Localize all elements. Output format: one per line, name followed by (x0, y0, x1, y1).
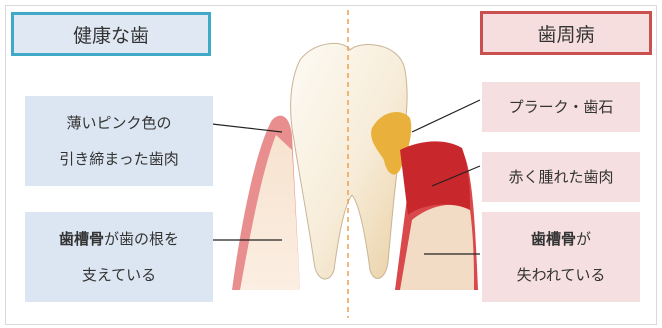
title-healthy: 健康な歯 (11, 12, 211, 56)
label-bone-loss-line2: 失われている (517, 257, 606, 293)
label-swollen-gums-text: 赤く腫れた歯肉 (508, 159, 613, 195)
label-healthy-bone-line2: 支えている (82, 257, 156, 293)
label-healthy-gums: 薄いピンク色の 引き締まった歯肉 (25, 96, 213, 186)
label-healthy-gums-line2: 引き締まった歯肉 (59, 141, 178, 177)
label-bone-loss: 歯槽骨が 失われている (482, 212, 640, 302)
label-bone-loss-bold: 歯槽骨 (531, 230, 576, 248)
label-swollen-gums: 赤く腫れた歯肉 (482, 152, 640, 202)
label-healthy-bone-rest: が歯の根を (104, 230, 179, 248)
label-bone-loss-rest: が (576, 230, 591, 248)
title-disease-text: 歯周病 (537, 20, 594, 47)
title-healthy-text: 健康な歯 (73, 21, 149, 48)
label-healthy-bone-line1: 歯槽骨が歯の根を (59, 221, 179, 257)
label-plaque: プラーク・歯石 (482, 82, 640, 132)
swollen-gum (400, 141, 470, 215)
label-healthy-bone-bold: 歯槽骨 (59, 230, 104, 248)
label-healthy-gums-line1: 薄いピンク色の (66, 105, 171, 141)
leader-plaque (412, 100, 480, 132)
label-healthy-bone: 歯槽骨が歯の根を 支えている (25, 212, 213, 302)
title-disease: 歯周病 (480, 11, 652, 55)
label-bone-loss-line1: 歯槽骨が (531, 221, 591, 257)
label-plaque-text: プラーク・歯石 (509, 89, 614, 125)
